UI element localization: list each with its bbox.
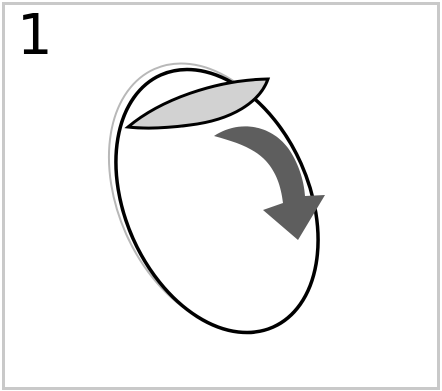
lens-removal-illustration	[0, 0, 442, 391]
